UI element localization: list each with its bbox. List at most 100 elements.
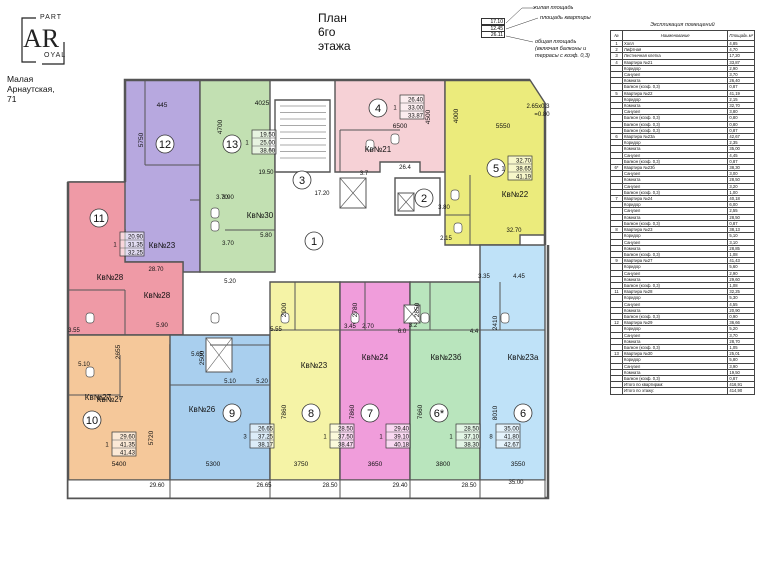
area-apartment-4: 33.00 bbox=[408, 106, 424, 112]
dimension-label: 2850 bbox=[414, 302, 421, 317]
apartment-label-8: Кв№23 bbox=[301, 361, 328, 370]
area-total-10: 41.43 bbox=[120, 451, 136, 457]
legend-row-area: 36,66 bbox=[727, 319, 755, 327]
room-number-12: 12 bbox=[159, 139, 171, 151]
legend-subrow-area: 3,70 bbox=[727, 70, 755, 79]
legend-subrow-name: Комната bbox=[621, 306, 729, 314]
room-count-6: 8 bbox=[489, 435, 493, 441]
area-apartment-6s: 37.10 bbox=[464, 435, 480, 441]
area-living-10: 29.60 bbox=[120, 435, 136, 441]
room-area-label: 28.50 bbox=[322, 483, 338, 489]
address-label: Малая Арнаутская, 71 bbox=[7, 74, 55, 104]
legend-subrow-area: 5,80 bbox=[727, 356, 755, 364]
outer-wall-top bbox=[123, 78, 530, 182]
room-count-13: 1 bbox=[245, 141, 249, 147]
room-area-label: =0.80 bbox=[534, 112, 550, 118]
area-key: 17.10 12.45 26.11 жилая площадь площадь … bbox=[478, 5, 604, 75]
apartment-7-area bbox=[339, 281, 411, 481]
dimension-label: 2410 bbox=[492, 315, 499, 330]
area-box bbox=[249, 423, 275, 449]
room-number-circle bbox=[360, 403, 380, 423]
legend-row-area: 25,01 bbox=[727, 350, 755, 358]
legend-subrow-name: Коридор bbox=[621, 325, 729, 333]
legend-subrow-name: Комната bbox=[621, 77, 729, 85]
legend-row-area: 41,43 bbox=[727, 257, 755, 265]
legend-subrow-name: Санузел bbox=[621, 300, 729, 308]
room-area-label: 5.20 bbox=[224, 279, 236, 285]
legend-header-area: Площадь м² bbox=[727, 30, 755, 41]
apartment-label-12: Кв№23 bbox=[149, 241, 176, 250]
dimension-label: 3800 bbox=[436, 461, 451, 468]
area-box bbox=[399, 94, 425, 120]
dimension-label: 7860 bbox=[281, 404, 288, 419]
area-box bbox=[119, 231, 145, 257]
legend-row-area: 41,19 bbox=[727, 89, 755, 97]
room-count-8: 1 bbox=[323, 435, 327, 441]
vent-diagonal bbox=[403, 304, 421, 324]
apartment-label-6s: Кв№23б bbox=[431, 353, 462, 362]
legend-subrow-area: 0,90 bbox=[727, 312, 755, 321]
common-circle bbox=[304, 231, 324, 251]
legend-total-floor-row: Итого по этажу: 414,90 bbox=[610, 387, 755, 395]
legend-subrow-name: Комната bbox=[621, 337, 729, 345]
room-number-6: 6 bbox=[520, 408, 526, 420]
apartment-label-10: Кв№27 bbox=[85, 393, 112, 402]
legend-subrow-name: Коридор bbox=[621, 95, 729, 104]
area-box bbox=[251, 129, 277, 155]
apartment-label-11: Кв№28 bbox=[97, 273, 124, 282]
legend-subrow-area: 0,87 bbox=[727, 83, 755, 91]
apartment-label-9: Кв№26 bbox=[189, 405, 216, 414]
legend-total-apartments-row: Итого по квартирам: 416,91 bbox=[610, 381, 755, 389]
legend-subrow: Балкон (коэф. 0,3)0,87 bbox=[610, 83, 755, 91]
room-number-circle bbox=[368, 98, 388, 118]
room-number-circle bbox=[89, 208, 109, 228]
room-area-label: 19.50 bbox=[258, 170, 274, 176]
area-total-7: 40.18 bbox=[394, 443, 410, 449]
area-living-6s: 28.50 bbox=[464, 427, 480, 433]
room-area-label: 5.90 bbox=[156, 323, 168, 329]
area-total-8: 38.47 bbox=[338, 443, 354, 449]
legend-row-area: 32,25 bbox=[727, 288, 755, 296]
room-number-6s: 6* bbox=[434, 408, 445, 420]
legend-subrow-name: Балкон (коэф. 0,3) bbox=[621, 83, 729, 91]
dimension-label: 5720 bbox=[148, 430, 155, 445]
dimension-label: 3650 bbox=[368, 461, 383, 468]
room-area-label: 17.20 bbox=[314, 191, 330, 197]
area-total-13: 38.60 bbox=[260, 149, 276, 155]
logo-ar-text: AR bbox=[23, 24, 60, 53]
room-number-7: 7 bbox=[367, 408, 373, 420]
room-number-8: 8 bbox=[308, 408, 314, 420]
elevator-diagonal bbox=[397, 192, 415, 212]
company-logo: PART AR OYAL bbox=[14, 12, 72, 70]
logo-part-text: PART bbox=[40, 14, 63, 21]
room-area-label: 3.7 bbox=[360, 171, 369, 177]
area-total-11: 32.25 bbox=[128, 251, 144, 257]
legend-header-n: № bbox=[610, 30, 623, 41]
toilet-fixture bbox=[365, 139, 375, 151]
legend-subrow: Балкон (коэф. 0,3)0,80 bbox=[610, 120, 755, 128]
legend-subrow-name: Балкон (коэф. 0,3) bbox=[621, 374, 729, 383]
area-living-4: 26.40 bbox=[408, 98, 424, 104]
room-number-10: 10 bbox=[86, 415, 98, 427]
apartment-4-area bbox=[334, 79, 446, 173]
dimension-label: 4500 bbox=[425, 109, 432, 124]
common-circle bbox=[292, 170, 312, 190]
area-living-5: 32.70 bbox=[516, 159, 532, 165]
key-apartment-label: площадь квартиры bbox=[540, 15, 591, 21]
toilet-fixture bbox=[85, 366, 95, 378]
room-area-label: 32.70 bbox=[506, 228, 522, 234]
dimension-label: 5400 bbox=[112, 461, 127, 468]
